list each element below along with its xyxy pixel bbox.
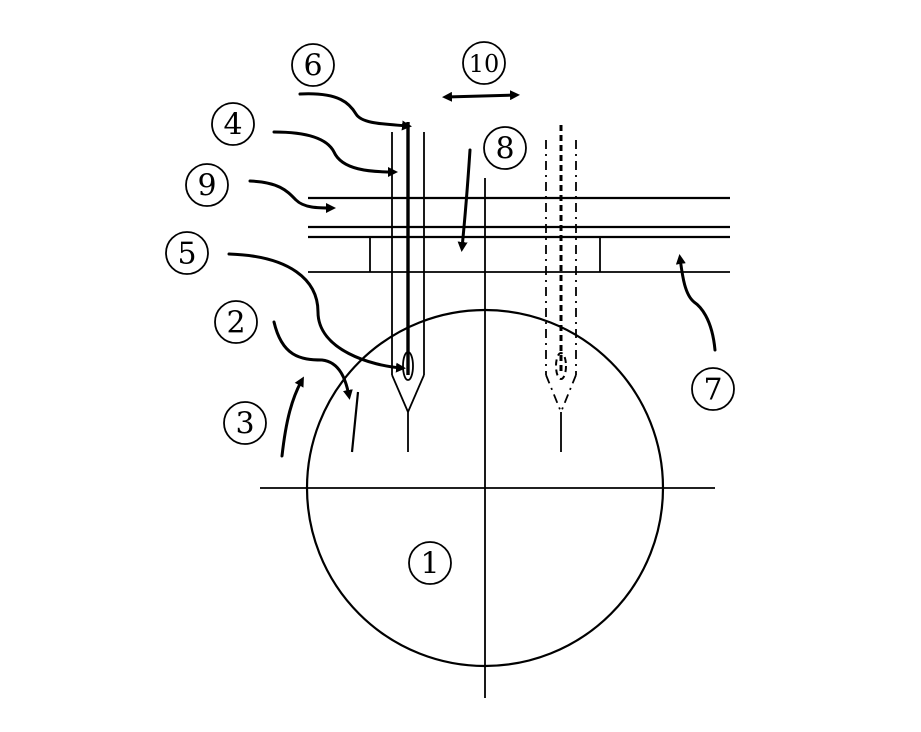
leader-9 [248, 179, 336, 213]
svg-text:3: 3 [235, 407, 254, 442]
leader-4 [272, 130, 398, 177]
leader-2 [272, 320, 353, 400]
svg-text:9: 9 [197, 169, 216, 204]
label-9: 9 [185, 163, 229, 207]
leader-5 [227, 252, 406, 373]
double-arrow-10 [442, 90, 520, 102]
label-4: 4 [211, 102, 255, 146]
hook-point [350, 391, 360, 453]
label-2: 2 [214, 300, 258, 344]
label-1: 1 [408, 541, 452, 585]
svg-text:10: 10 [469, 50, 500, 78]
svg-text:2: 2 [226, 306, 245, 341]
svg-text:1: 1 [420, 547, 439, 582]
leader-8 [457, 148, 472, 252]
svg-text:7: 7 [703, 373, 722, 408]
rotation-arrow-3 [280, 376, 304, 458]
label-5: 5 [165, 231, 209, 275]
label-6: 6 [291, 43, 335, 87]
label-8: 8 [483, 126, 527, 170]
needle-shifted-position [545, 125, 577, 452]
svg-text:5: 5 [177, 237, 196, 272]
label-3: 3 [223, 401, 267, 445]
svg-text:6: 6 [303, 49, 322, 84]
leader-7 [675, 254, 717, 352]
svg-text:4: 4 [223, 108, 242, 143]
label-7: 7 [691, 367, 735, 411]
svg-text:8: 8 [495, 132, 514, 167]
leader-6 [298, 92, 412, 131]
label-10: 10 [462, 41, 506, 85]
needle [391, 122, 425, 452]
